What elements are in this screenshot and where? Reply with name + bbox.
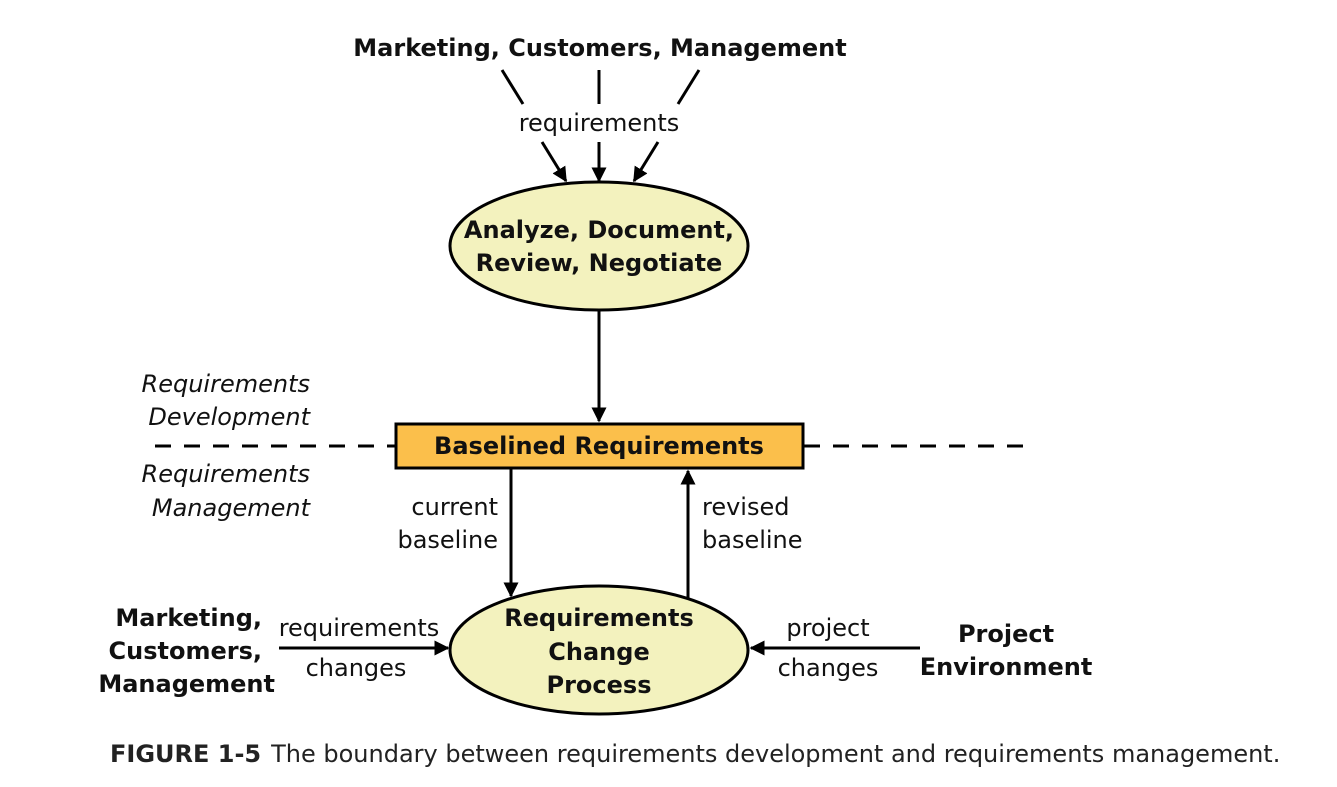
analyze-document-node: Analyze, Document, Review, Negotiate bbox=[448, 180, 750, 312]
left-flow-label-line1: requirements bbox=[279, 614, 440, 642]
figure-caption: FIGURE 1-5 The boundary between requireme… bbox=[110, 740, 1280, 768]
baselined-requirements-node: Baselined Requirements bbox=[394, 422, 805, 470]
change-process-node: Requirements Change Process bbox=[448, 584, 750, 716]
top-source-label: Marketing, Customers, Management bbox=[353, 34, 846, 62]
baseline-box-shape bbox=[394, 422, 805, 470]
change-node-line1: Requirements bbox=[504, 604, 694, 632]
left-flow-label-line2: changes bbox=[306, 654, 407, 682]
top-flow-label: requirements bbox=[519, 109, 680, 137]
requirements-management-label-line1: Requirements bbox=[142, 460, 310, 488]
change-node-line2: Change bbox=[548, 638, 649, 666]
analyze-node-line1: Analyze, Document, bbox=[464, 216, 734, 244]
analyze-node-shape bbox=[448, 180, 750, 312]
right-source-line1: Project bbox=[958, 620, 1054, 648]
left-source-line1: Marketing, bbox=[115, 604, 262, 632]
requirements-development-label-line1: Requirements bbox=[142, 370, 310, 398]
change-node-line3: Process bbox=[547, 671, 652, 699]
requirements-management-label-line2: Management bbox=[152, 494, 312, 522]
current-baseline-label-line1: current bbox=[411, 493, 498, 521]
baseline-box-label: Baselined Requirements bbox=[434, 432, 764, 460]
requirements-development-label-line2: Development bbox=[148, 403, 311, 431]
revised-baseline-label-line1: revised bbox=[702, 493, 789, 521]
current-baseline-label-line2: baseline bbox=[397, 526, 498, 554]
top-left-source-line bbox=[500, 69, 525, 105]
figure-caption-label: FIGURE 1-5 bbox=[110, 740, 261, 768]
top-right-source-line bbox=[676, 69, 701, 105]
analyze-node-line2: Review, Negotiate bbox=[476, 249, 723, 277]
change-node-shape bbox=[448, 584, 750, 716]
left-source-line2: Customers, bbox=[109, 637, 262, 665]
revised-baseline-label-line2: baseline bbox=[702, 526, 803, 554]
right-source-line2: Environment bbox=[920, 653, 1093, 681]
right-flow-label-line2: changes bbox=[778, 654, 879, 682]
top-right-arrow bbox=[632, 141, 660, 183]
figure-caption-text: The boundary between requirements develo… bbox=[270, 740, 1280, 768]
top-left-arrow bbox=[540, 141, 568, 183]
right-flow-label-line1: project bbox=[786, 614, 869, 642]
left-source-line3: Management bbox=[98, 670, 275, 698]
